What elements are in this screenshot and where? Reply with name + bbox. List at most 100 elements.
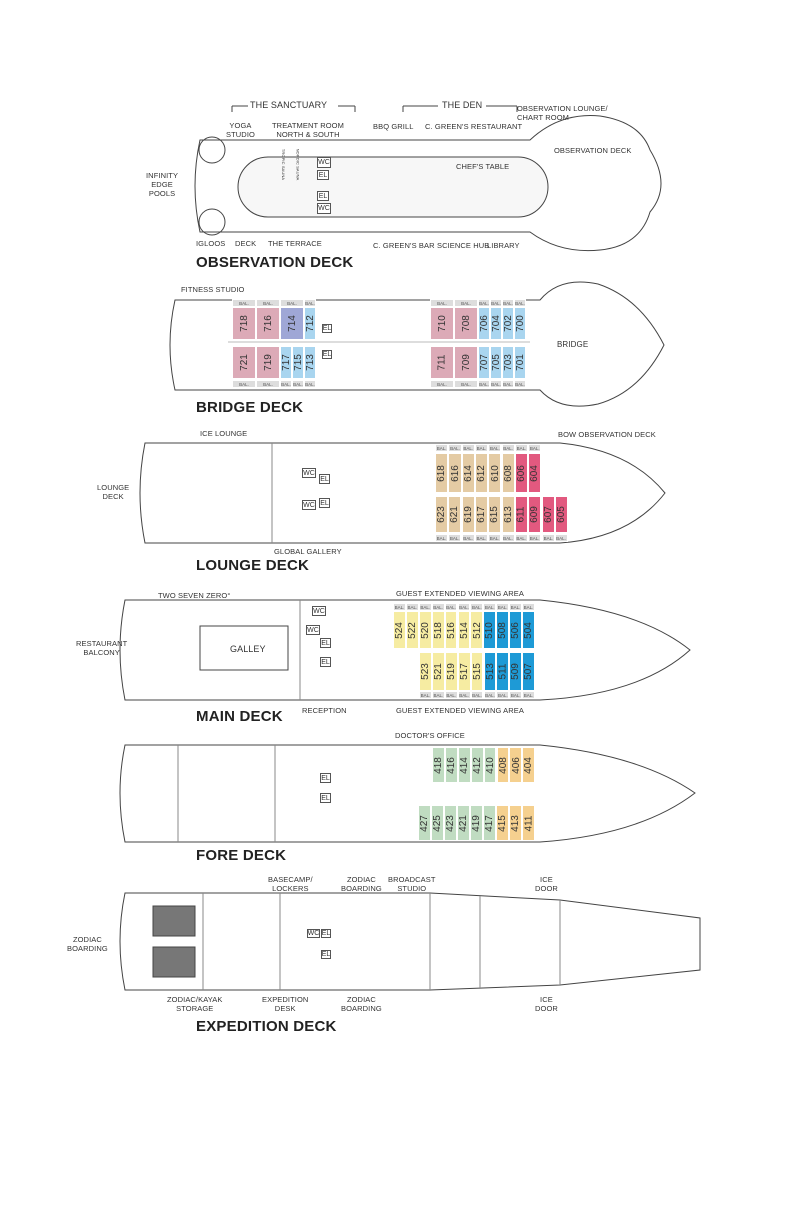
cabin-411[interactable]: 411: [522, 805, 535, 841]
elevator-box: EL: [317, 170, 329, 180]
cabin-607[interactable]: 607: [542, 496, 555, 533]
cabin-number: 623: [436, 506, 447, 523]
balcony-706: BAL.: [478, 299, 490, 307]
cabin-412[interactable]: 412: [470, 747, 484, 783]
balcony-702: BAL.: [502, 299, 514, 307]
cabin-718[interactable]: 718: [232, 307, 256, 340]
cabin-520[interactable]: 520: [418, 611, 432, 649]
cabin-427[interactable]: 427: [418, 805, 431, 841]
cabin-421[interactable]: 421: [457, 805, 470, 841]
cabin-702[interactable]: 702: [502, 307, 514, 340]
cabin-706[interactable]: 706: [478, 307, 490, 340]
cabin-406[interactable]: 406: [509, 747, 523, 783]
cabin-404[interactable]: 404: [522, 747, 536, 783]
cabin-512[interactable]: 512: [470, 611, 484, 649]
cabin-516[interactable]: 516: [444, 611, 458, 649]
wc-box: WC: [312, 606, 326, 616]
label-restaurant-balcony: RESTAURANT BALCONY: [76, 639, 128, 657]
cabin-522[interactable]: 522: [405, 611, 419, 649]
cabin-517[interactable]: 517: [457, 652, 471, 691]
cabin-714[interactable]: 714: [280, 307, 304, 340]
cabin-617[interactable]: 617: [474, 496, 488, 533]
cabin-519[interactable]: 519: [444, 652, 458, 691]
cabin-518[interactable]: 518: [431, 611, 445, 649]
cabin-410[interactable]: 410: [483, 747, 497, 783]
cabin-508[interactable]: 508: [496, 611, 510, 649]
cabin-621[interactable]: 621: [448, 496, 462, 533]
title-bridge-deck: BRIDGE DECK: [196, 399, 304, 416]
balcony-515: BAL.: [470, 691, 484, 699]
cabin-700[interactable]: 700: [514, 307, 526, 340]
cabin-716[interactable]: 716: [256, 307, 280, 340]
cabin-608[interactable]: 608: [501, 453, 515, 493]
cabin-number: 516: [445, 621, 457, 639]
cabin-414[interactable]: 414: [457, 747, 471, 783]
cabin-418[interactable]: 418: [432, 747, 445, 783]
label-viewing-area-top: GUEST EXTENDED VIEWING AREA: [396, 589, 525, 598]
cabin-721[interactable]: 721: [232, 346, 256, 379]
cabin-415[interactable]: 415: [496, 805, 509, 841]
cabin-704[interactable]: 704: [490, 307, 502, 340]
cabin-408[interactable]: 408: [496, 747, 510, 783]
cabin-709[interactable]: 709: [454, 346, 478, 379]
cabin-number: 702: [502, 315, 514, 332]
cabin-619[interactable]: 619: [461, 496, 475, 533]
cabin-514[interactable]: 514: [457, 611, 471, 649]
cabin-416[interactable]: 416: [444, 747, 458, 783]
cabin-524[interactable]: 524: [393, 611, 406, 649]
observation-hull: [194, 115, 662, 252]
balcony-623: BAL.: [435, 534, 448, 542]
cabin-604[interactable]: 604: [528, 453, 542, 493]
cabin-712[interactable]: 712: [304, 307, 316, 340]
cabin-708[interactable]: 708: [454, 307, 478, 340]
cabin-523[interactable]: 523: [419, 652, 432, 691]
cabin-610[interactable]: 610: [488, 453, 502, 493]
cabin-521[interactable]: 521: [431, 652, 445, 691]
cabin-615[interactable]: 615: [488, 496, 502, 533]
cabin-612[interactable]: 612: [474, 453, 489, 493]
cabin-number: 513: [484, 663, 496, 680]
cabin-425[interactable]: 425: [431, 805, 444, 841]
cabin-609[interactable]: 609: [528, 496, 542, 533]
cabin-number: 521: [432, 663, 444, 680]
cabin-616[interactable]: 616: [448, 453, 462, 493]
cabin-513[interactable]: 513: [483, 652, 497, 691]
cabin-606[interactable]: 606: [514, 453, 529, 493]
cabin-614[interactable]: 614: [461, 453, 475, 493]
cabin-623[interactable]: 623: [435, 496, 448, 533]
cabin-507[interactable]: 507: [522, 652, 536, 691]
label-galley: GALLEY: [230, 644, 266, 654]
cabin-number: 417: [484, 814, 495, 832]
label-c-greens-bar: C. GREEN'S BAR: [373, 241, 435, 250]
cabin-711[interactable]: 711: [430, 346, 454, 379]
cabin-613[interactable]: 613: [501, 496, 515, 533]
zodiac-storage-top: [152, 905, 196, 937]
cabin-707[interactable]: 707: [478, 346, 490, 379]
cabin-510[interactable]: 510: [483, 611, 497, 649]
cabin-504[interactable]: 504: [522, 611, 535, 649]
cabin-509[interactable]: 509: [509, 652, 523, 691]
cabin-511[interactable]: 511: [496, 652, 510, 691]
cabin-719[interactable]: 719: [256, 346, 280, 379]
cabin-number: 412: [471, 756, 483, 774]
cabin-713[interactable]: 713: [304, 346, 316, 379]
cabin-413[interactable]: 413: [509, 805, 522, 841]
cabin-701[interactable]: 701: [514, 346, 526, 379]
cabin-611[interactable]: 611: [514, 496, 528, 533]
cabin-717[interactable]: 717: [280, 346, 292, 379]
cabin-705[interactable]: 705: [490, 346, 502, 379]
cabin-618[interactable]: 618: [435, 453, 449, 493]
cabin-417[interactable]: 417: [483, 805, 496, 841]
cabin-423[interactable]: 423: [444, 805, 457, 841]
cabin-506[interactable]: 506: [509, 611, 522, 649]
cabin-419[interactable]: 419: [470, 805, 483, 841]
cabin-703[interactable]: 703: [502, 346, 514, 379]
cabin-605[interactable]: 605: [554, 496, 568, 533]
balcony-509: BAL.: [509, 691, 523, 699]
cabin-710[interactable]: 710: [430, 307, 454, 340]
cabin-number: 524: [393, 621, 405, 639]
label-tropic-sauna: TROPIC SAUNA: [281, 148, 287, 181]
cabin-715[interactable]: 715: [292, 346, 304, 379]
cabin-number: 408: [497, 756, 509, 774]
cabin-515[interactable]: 515: [470, 652, 484, 691]
